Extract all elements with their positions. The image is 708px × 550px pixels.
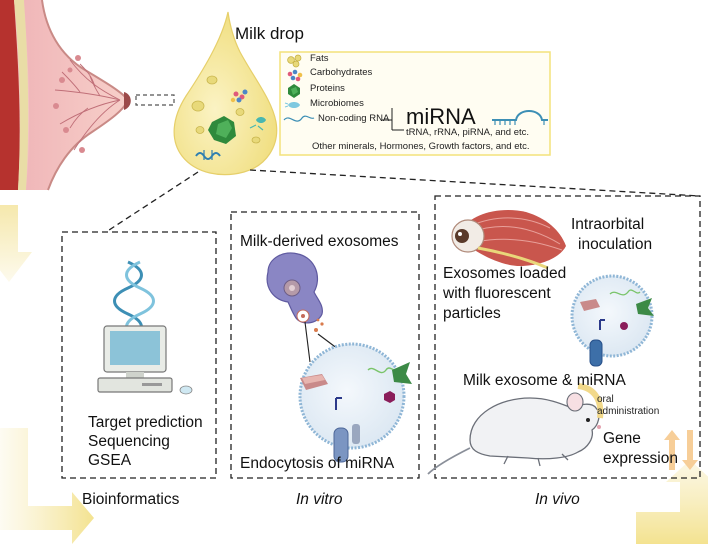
legend-box [279,51,551,156]
legend-mirna-label: miRNA [406,104,476,129]
legend-noncoding-rna-icon [283,115,315,122]
milk-drop-icon [173,11,278,176]
flow-arrow-left [0,205,94,544]
in-vitro-title: Milk-derived exosomes [240,233,399,250]
in-vivo-loaded-line2: with fluorescent [443,285,551,302]
mouse-icon [427,392,601,475]
oral-admin-arrow [577,383,604,419]
eye-anatomy-icon [451,210,566,270]
in-vivo-intraorbital-line1: Intraorbital [571,216,645,233]
legend-microbiomes-icon [284,102,300,108]
caption-bioinformatics: Bioinformatics [82,491,180,508]
legend-fats-icon [287,54,302,68]
exosome-fluorescent-icon [570,274,654,367]
gene-expression-arrows-icon [664,430,698,470]
cell-icon [266,252,343,363]
legend-microbiomes-label: Microbiomes [310,98,364,109]
connector-left [105,171,199,233]
bioinfo-item-gsea: GSEA [88,452,132,469]
legend-bracket [382,108,404,131]
legend-carbohydrates-icon [287,69,303,82]
bioinfo-item-sequencing: Sequencing [88,433,170,450]
milk-drop-title: Milk drop [235,24,304,43]
exosome-large-icon [298,342,412,463]
in-vitro-endocytosis-label: Endocytosis of miRNA [240,455,395,472]
in-vivo-intraorbital-line2: inoculation [578,236,653,253]
legend-carbohydrates-label: Carbohydrates [310,67,373,78]
flow-arrow-right [636,460,708,544]
panel-in-vivo [434,195,701,479]
in-vivo-loaded-line1: Exosomes loaded [443,265,567,282]
legend-other-rnas-label: tRNA, rRNA, piRNA, and etc. [406,127,530,138]
computer-icon [97,325,193,395]
caption-in-vitro: In vitro [296,491,343,508]
legend-proteins-icon [288,84,300,98]
breast-illustration [0,0,131,191]
in-vivo-gene-line1: Gene [603,430,641,447]
legend-proteins-label: Proteins [310,83,345,94]
in-vivo-milk-exosome-label: Milk exosome & miRNA [463,372,626,389]
zoom-connector [135,94,175,106]
mirna-hairpin-icon [492,110,548,125]
in-vivo-oral-line1: oral [597,394,614,405]
bioinfo-item-target-prediction: Target prediction [88,414,203,431]
panel-in-vitro [230,211,420,479]
legend-others-label: Other minerals, Hormones, Growth factors… [312,141,530,152]
in-vivo-loaded-line3: particles [443,305,501,322]
in-vivo-gene-line2: expression [603,450,678,467]
legend-fats-label: Fats [310,53,329,64]
legend-noncoding-rna-label: Non-coding RNA [318,113,390,124]
in-vivo-oral-line2: administration [597,406,660,417]
caption-in-vivo: In vivo [535,491,580,508]
connector-right [249,169,701,197]
